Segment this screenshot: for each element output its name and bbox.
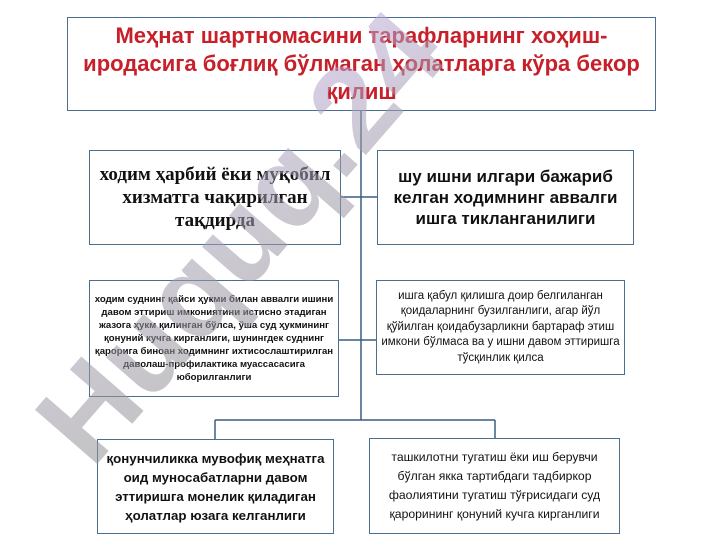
case-court-sentence-text: ходим суднинг қайси ҳукми билан аввалги …: [94, 294, 334, 383]
diagram-title-box: Меҳнат шартномасини тарафларнинг хоҳиш-и…: [67, 17, 656, 111]
case-military-service-box: ходим ҳарбий ёки муқобил хизматга чақири…: [89, 150, 341, 245]
case-organization-liquidation-box: ташкилотни тугатиш ёки иш берувчи бўлган…: [369, 438, 620, 534]
case-military-service-text: ходим ҳарбий ёки муқобил хизматга чақири…: [99, 164, 331, 231]
case-legal-obstacles-box: қонунчиликка мувофиқ меҳнатга оид муноса…: [97, 439, 334, 534]
case-court-sentence-box: ходим суднинг қайси ҳукми билан аввалги …: [89, 280, 339, 397]
case-hiring-rules-violated-text: ишга қабул қилишга доир белгиланган қоид…: [381, 289, 620, 364]
case-previous-employee-reinstated-text: шу ишни илгари бажариб келган ходимнинг …: [393, 167, 618, 228]
case-previous-employee-reinstated-box: шу ишни илгари бажариб келган ходимнинг …: [377, 150, 634, 245]
diagram-title: Меҳнат шартномасини тарафларнинг хоҳиш-и…: [83, 23, 640, 104]
case-legal-obstacles-text: қонунчиликка мувофиқ меҳнатга оид муноса…: [106, 450, 325, 523]
case-organization-liquidation-text: ташкилотни тугатиш ёки иш берувчи бўлган…: [388, 450, 601, 521]
case-hiring-rules-violated-box: ишга қабул қилишга доир белгиланган қоид…: [376, 280, 625, 375]
